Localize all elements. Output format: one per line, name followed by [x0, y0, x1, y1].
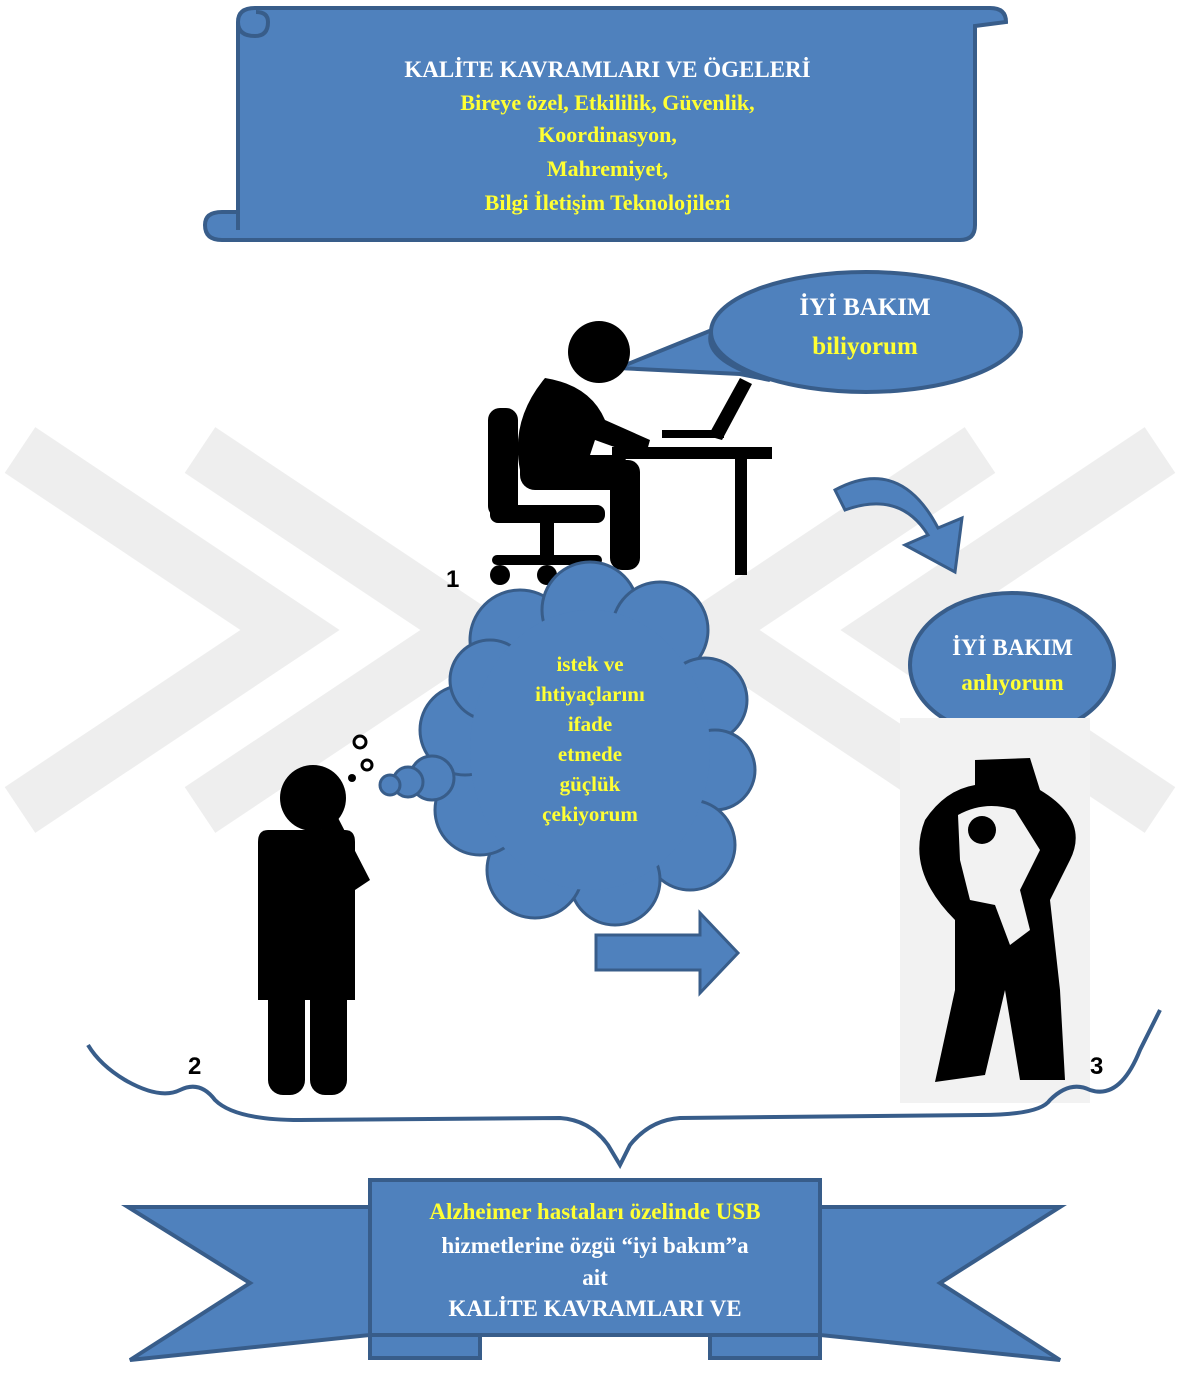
thinking-person-icon: [258, 734, 374, 1095]
scroll-line-1: Bireye özel, Etkililik, Güvenlik,: [460, 90, 755, 115]
banner-line-3: ait: [582, 1265, 608, 1290]
banner-line-4: KALİTE KAVRAMLARI VE: [448, 1296, 742, 1321]
cloud-line-3: ifade: [567, 712, 613, 736]
bubble-understand-subtitle: anlıyorum: [961, 670, 1064, 695]
scroll-shape: [202, 6, 1009, 242]
cloud-line-2: ihtiyaçlarını: [535, 682, 645, 706]
curved-arrow: [833, 477, 964, 575]
scroll-line-2: Koordinasyon,: [538, 122, 677, 147]
banner-line-2: hizmetlerine özgü “iyi bakım”a: [441, 1233, 749, 1258]
cloud-line-1: istek ve: [556, 652, 624, 676]
label-one: 1: [446, 566, 460, 593]
banner-line-1: Alzheimer hastaları özelinde USB: [429, 1199, 761, 1224]
right-arrow: [594, 909, 741, 997]
scroll-line-3: Mahremiyet,: [546, 156, 669, 181]
label-two: 2: [188, 1053, 202, 1080]
cloud-line-5: güçlük: [559, 772, 621, 796]
label-three: 3: [1090, 1053, 1104, 1080]
speech-bubble-know: [617, 270, 1023, 394]
person-at-desk-icon: [488, 321, 772, 585]
bubble-understand-title: İYİ BAKIM: [952, 635, 1073, 660]
bubble-know-subtitle: biliyorum: [812, 333, 918, 360]
thought-cloud: [378, 560, 757, 927]
curly-brace: [86, 1009, 1162, 1170]
caregiver-hug-icon: [900, 718, 1090, 1103]
scroll-line-4: Bilgi İletişim Teknolojileri: [484, 190, 731, 215]
watermark-logo: [4, 427, 1176, 833]
scroll-title: KALİTE KAVRAMLARI VE ÖGELERİ: [404, 57, 811, 82]
bubble-know-title: İYİ BAKIM: [799, 294, 931, 321]
ribbon-banner: [121, 1178, 1067, 1362]
cloud-line-6: çekiyorum: [542, 802, 638, 826]
cloud-line-4: etmede: [557, 742, 623, 766]
